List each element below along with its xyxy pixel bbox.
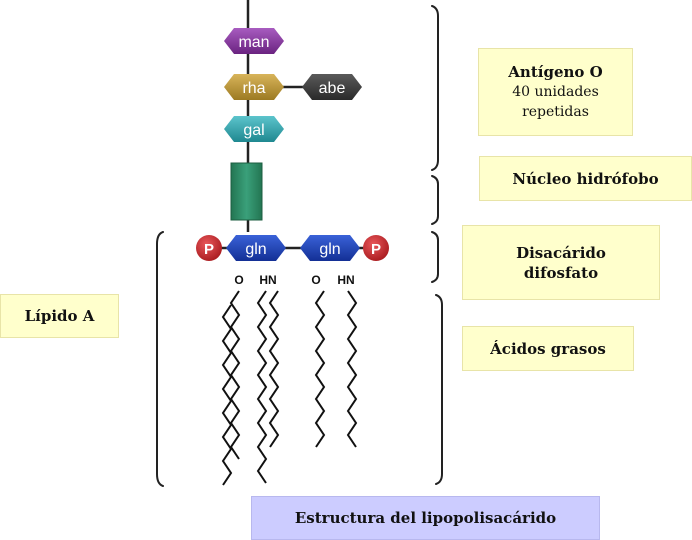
fatty-acids-label: Ácidos grasos xyxy=(490,339,606,358)
fatty-acid-chain-1 xyxy=(229,290,241,460)
antigen-bracket xyxy=(431,5,439,171)
phosphate-left-label: P xyxy=(204,241,214,258)
rha-sugar: rha xyxy=(224,74,284,100)
gln-left-sugar: gln xyxy=(226,235,286,261)
antigen-o-box: Antígeno O 40 unidades repetidas xyxy=(478,48,633,136)
disaccharide-bracket xyxy=(431,231,439,283)
phosphate-right-label: P xyxy=(371,241,381,258)
rha-label: rha xyxy=(242,80,265,97)
abe-sugar: abe xyxy=(302,74,362,100)
lipid-a-bracket xyxy=(156,231,164,487)
fatty-acid-bracket xyxy=(435,294,443,485)
core-bracket xyxy=(431,175,439,225)
hn-right-atom: HN xyxy=(337,273,354,287)
phosphate-right: P xyxy=(363,235,389,261)
antigen-o-units: 40 unidades xyxy=(512,84,599,100)
o-right-atom: O xyxy=(311,273,320,287)
caption-label: Estructura del lipopolisacárido xyxy=(294,509,557,527)
disaccharide-label-1: Disacárido xyxy=(516,243,606,262)
core-block xyxy=(230,162,263,221)
gln-right-sugar: gln xyxy=(300,235,360,261)
gal-label: gal xyxy=(243,122,264,139)
disaccharide-box: Disacárido difosfato xyxy=(462,225,660,300)
gln-right-label: gln xyxy=(319,241,340,258)
core-box: Núcleo hidrófobo xyxy=(479,156,692,201)
fatty-acid-chain-6 xyxy=(346,290,358,448)
man-label: man xyxy=(238,34,269,51)
fatty-acid-chain-4 xyxy=(268,290,280,448)
gal-sugar: gal xyxy=(224,116,284,142)
fatty-acid-chain-3 xyxy=(256,290,268,484)
fatty-acids-box: Ácidos grasos xyxy=(462,326,634,371)
lipid-a-box: Lípido A xyxy=(0,294,119,338)
man-sugar: man xyxy=(224,28,284,54)
disaccharide-label-2: difosfato xyxy=(523,263,599,282)
hn-left-atom: HN xyxy=(259,273,276,287)
caption-box: Estructura del lipopolisacárido xyxy=(251,496,600,540)
phosphate-left: P xyxy=(196,235,222,261)
core-label: Núcleo hidrófobo xyxy=(512,169,659,188)
fatty-acid-chain-5 xyxy=(314,290,326,448)
antigen-o-title: Antígeno O xyxy=(508,63,603,81)
abe-label: abe xyxy=(319,80,346,97)
fatty-acid-chain-2 xyxy=(221,304,233,486)
lipid-a-label: Lípido A xyxy=(24,307,95,325)
gln-left-label: gln xyxy=(245,241,266,258)
antigen-o-repeated: repetidas xyxy=(522,104,589,120)
o-left-atom: O xyxy=(234,273,243,287)
